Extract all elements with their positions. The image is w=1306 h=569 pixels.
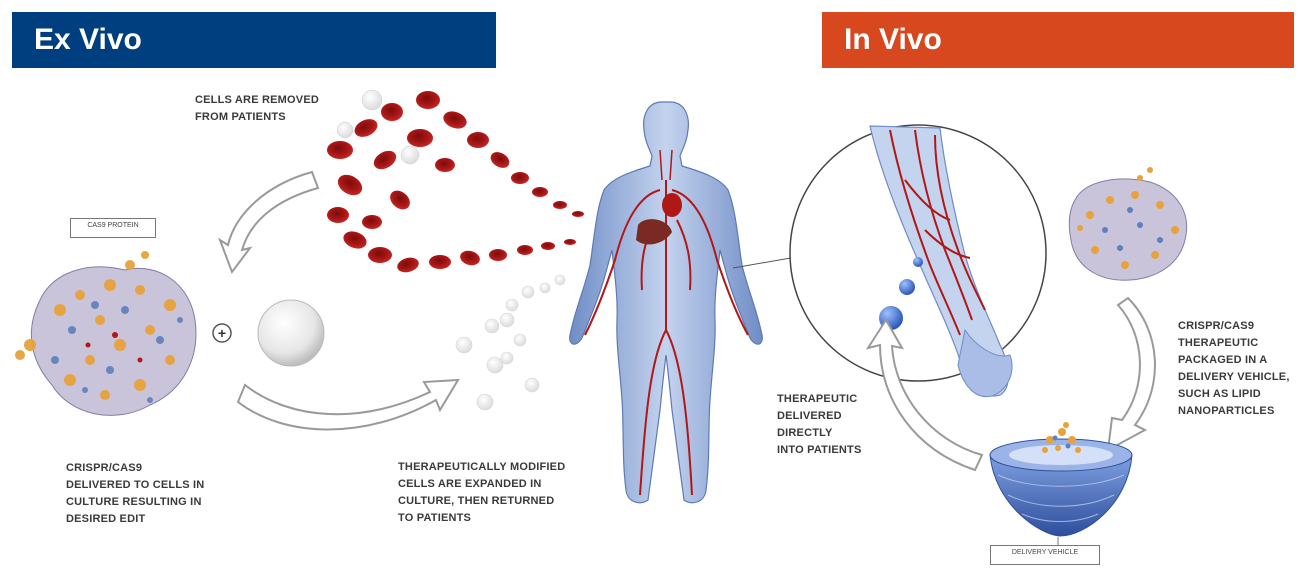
arm-zoom-view [790, 125, 1046, 397]
red-blood-cells [327, 90, 584, 275]
human-body [570, 102, 763, 503]
cas9-protein-tag: CAS9 PROTEIN [70, 218, 156, 238]
delivery-vehicle-label: DELIVERY VEHICLE [1012, 549, 1078, 556]
delivery-vehicle-tag: DELIVERY VEHICLE [990, 545, 1100, 565]
arrow-to-culture [220, 172, 318, 272]
caption-delivered-directly-text: THERAPEUTIC DELIVERED DIRECTLY INTO PATI… [777, 393, 862, 456]
caption-cells-removed-text: CELLS ARE REMOVED FROM PATIENTS [195, 94, 319, 123]
caption-packaged-text: CRISPR/CAS9 THERAPEUTIC PACKAGED IN A DE… [1178, 320, 1290, 417]
cas9-protein-illustration [15, 251, 196, 415]
caption-packaged: CRISPR/CAS9 THERAPEUTIC PACKAGED IN A DE… [1178, 318, 1303, 420]
arrow-to-vehicle [1108, 298, 1155, 450]
caption-delivered-directly: THERAPEUTIC DELIVERED DIRECTLY INTO PATI… [777, 391, 887, 459]
caption-crispr-delivered: CRISPR/CAS9 DELIVERED TO CELLS IN CULTUR… [66, 460, 266, 528]
caption-crispr-delivered-text: CRISPR/CAS9 DELIVERED TO CELLS IN CULTUR… [66, 462, 204, 525]
modified-cells [456, 275, 565, 410]
arrow-return-to-patient [238, 380, 458, 430]
caption-cells-expanded: THERAPEUTICALLY MODIFIED CELLS ARE EXPAN… [398, 459, 618, 527]
caption-cells-removed: CELLS ARE REMOVED FROM PATIENTS [195, 92, 365, 126]
plus-sign: + [218, 325, 226, 341]
guide-rna-sphere [258, 300, 324, 366]
caption-cells-expanded-text: THERAPEUTICALLY MODIFIED CELLS ARE EXPAN… [398, 461, 565, 524]
cas9-protein-label: CAS9 PROTEIN [87, 222, 138, 229]
cas9-therapeutic-illustration [1069, 167, 1186, 280]
